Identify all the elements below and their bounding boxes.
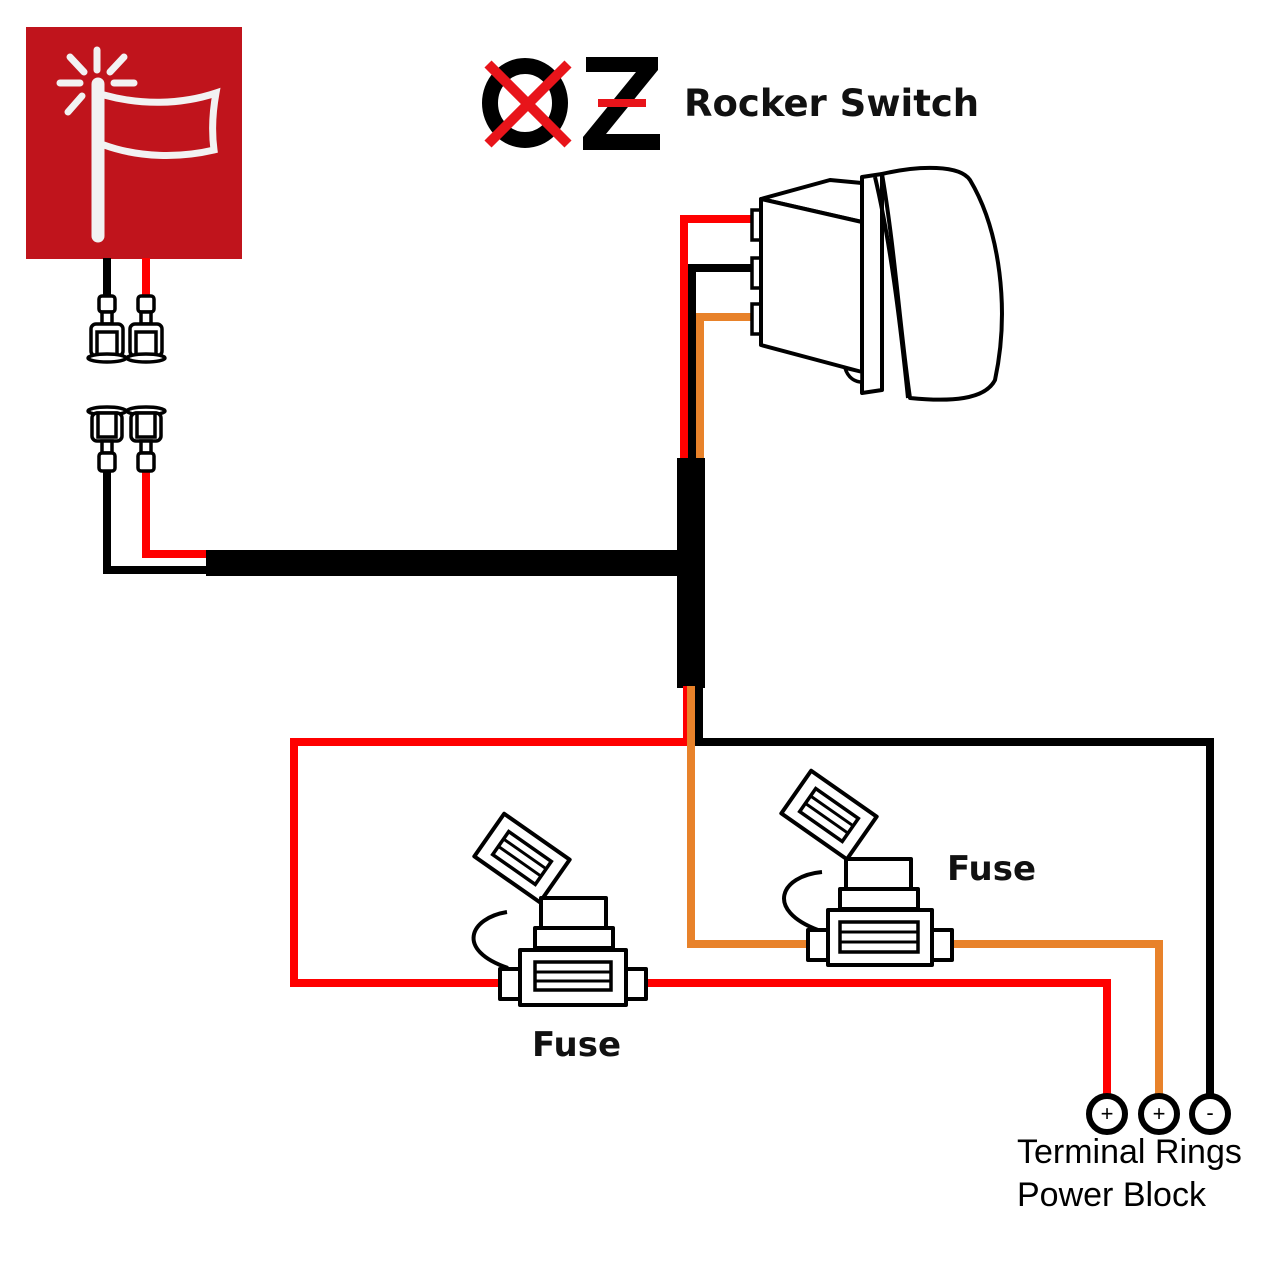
switch-face-icon (26, 27, 242, 259)
switch-orange-wire (696, 313, 752, 462)
flag-with-light-icon (56, 46, 221, 243)
switch-black-wire (688, 264, 752, 462)
orange-wire-to-terminal (950, 940, 1163, 1096)
terminal-ring-negative-black: - (1189, 1093, 1231, 1135)
fuse-label-1: Fuse (532, 1025, 621, 1065)
wires (103, 215, 1214, 1096)
svg-text:-: - (1206, 1100, 1213, 1125)
switch-red-wire (680, 215, 752, 462)
red-wire-to-terminal (644, 979, 1111, 1096)
connector-male-pair (86, 294, 167, 364)
terminal-caption-line1: Terminal Rings (1017, 1133, 1242, 1171)
fuse-label-2: Fuse (947, 849, 1036, 889)
terminal-ring-positive-orange: + (1138, 1093, 1180, 1135)
rocker-switch (750, 165, 1004, 402)
svg-text:+: + (1153, 1101, 1166, 1126)
harness-black-lead (103, 472, 210, 574)
terminal-ring-positive-red: + (1086, 1093, 1128, 1135)
orange-wire-to-fuse-2 (687, 686, 808, 948)
diagram-title: Rocker Switch (684, 82, 979, 125)
brand-logo (482, 57, 660, 150)
harness-red-lead (142, 472, 210, 558)
fuse-holder-1 (471, 811, 648, 1007)
switch-face-background (26, 27, 242, 259)
terminal-caption-line2: Power Block (1017, 1176, 1207, 1214)
svg-text:+: + (1101, 1101, 1114, 1126)
terminal-rings: + + - (1086, 1093, 1231, 1135)
black-wire-to-terminal (695, 686, 1214, 1096)
connector-female-pair (86, 405, 167, 473)
fuse-holder-2 (779, 768, 954, 967)
